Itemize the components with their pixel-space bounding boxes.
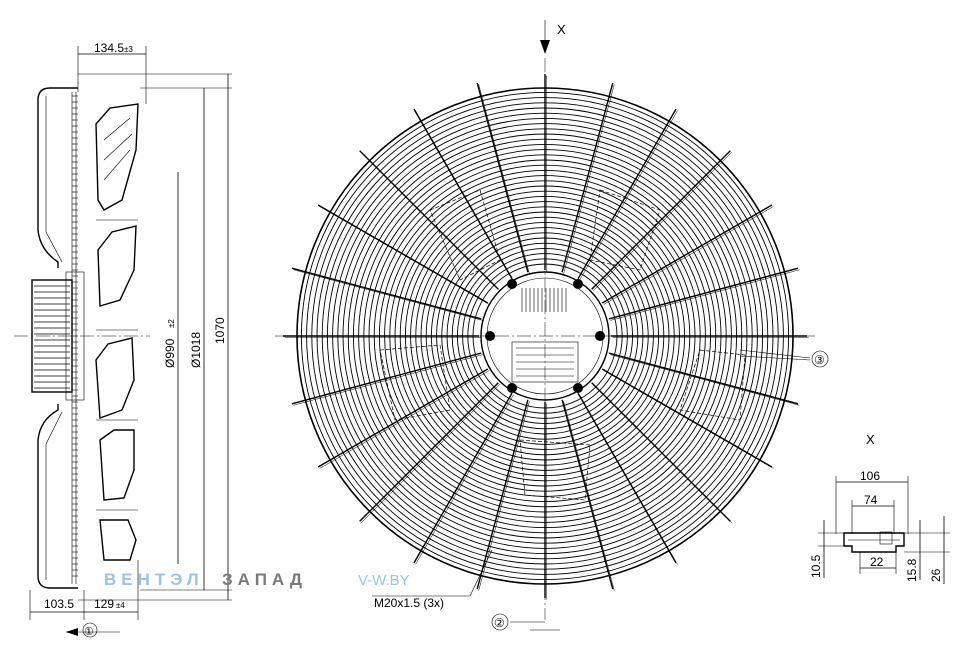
guard-spoke-edge [293,354,483,406]
guard-spoke-edge [563,401,615,591]
guard-spoke-edge [415,394,514,565]
guard-spoke-edge [361,384,500,523]
guard-spoke-edge [603,206,774,305]
guard-spoke-edge [563,84,615,274]
guard-spoke [561,82,614,273]
guard-spoke [291,352,482,405]
guard-spoke-edge [319,206,490,305]
dim-d1018-label: Ø1018 [189,332,203,368]
dim-22: 22 [870,555,884,569]
guard-spoke-edge [415,110,514,281]
guard-spoke [591,150,731,290]
dim-10-5: 10.5 [809,554,823,578]
thread-label: M20x1.5 (3x) [374,596,444,610]
callout-3: ③ [814,353,825,367]
dim-1070-label: 1070 [213,317,227,344]
watermark-part-b: ЗАПАД [222,570,307,589]
guard-spoke [608,267,799,320]
guard-spoke-edge [478,84,530,274]
guard-spoke [601,204,773,304]
guard-spoke-edge [610,354,800,406]
guard-spoke [577,392,677,564]
guard-spoke-edge [603,370,774,469]
callout-1: ① [84,626,94,638]
guard-spoke [413,392,513,564]
guard-spoke [317,368,489,468]
dim-bottom-right-tol: ±4 [116,601,125,610]
guard-spoke [413,108,513,280]
dim-74: 74 [864,493,878,507]
guard-spoke-edge [610,269,800,321]
watermark-part-c: V-W.BY [358,572,410,589]
detail-title: X [866,432,875,447]
guard-spoke-edge [579,394,678,565]
guard-spoke [577,108,677,280]
dim-15-8: 15.8 [905,558,919,582]
guard-spoke [601,368,773,468]
guard-spoke [476,399,529,590]
dim-106: 106 [860,469,880,483]
terminal-box [511,341,579,383]
guard-spoke [359,382,499,522]
dim-top-label: 134.5 [94,41,124,55]
dim-bottom-left: 103.5 [44,597,74,611]
guard-spoke-edge [478,401,530,591]
dim-bottom-right: 129 [94,597,114,611]
view-marker-x: X [557,22,566,37]
guard-spoke [476,82,529,273]
guard-spoke-edge [593,152,732,291]
dim-top-tol: ±3 [124,45,133,54]
guard-spoke [561,399,614,590]
guard-spoke-edge [593,384,732,523]
dim-d990-label: Ø990 [163,338,177,368]
watermark-part-a: ВЕНТЭЛ [104,570,204,589]
guard-spoke [291,267,482,320]
guard-spoke [317,204,489,304]
guard-spoke-edge [361,152,500,291]
guard-spoke-edge [293,269,483,321]
guard-spoke-edge [579,110,678,281]
dim-d990-tol: ±2 [167,319,176,328]
dim-26: 26 [929,568,943,582]
fan-blades [379,189,746,501]
guard-spoke-edge [319,370,490,469]
side-view [14,46,232,638]
guard-spokes [283,74,809,600]
callout-2: ② [494,616,505,630]
guard-spoke [608,352,799,405]
front-view [275,20,829,631]
detail-view [818,476,950,584]
